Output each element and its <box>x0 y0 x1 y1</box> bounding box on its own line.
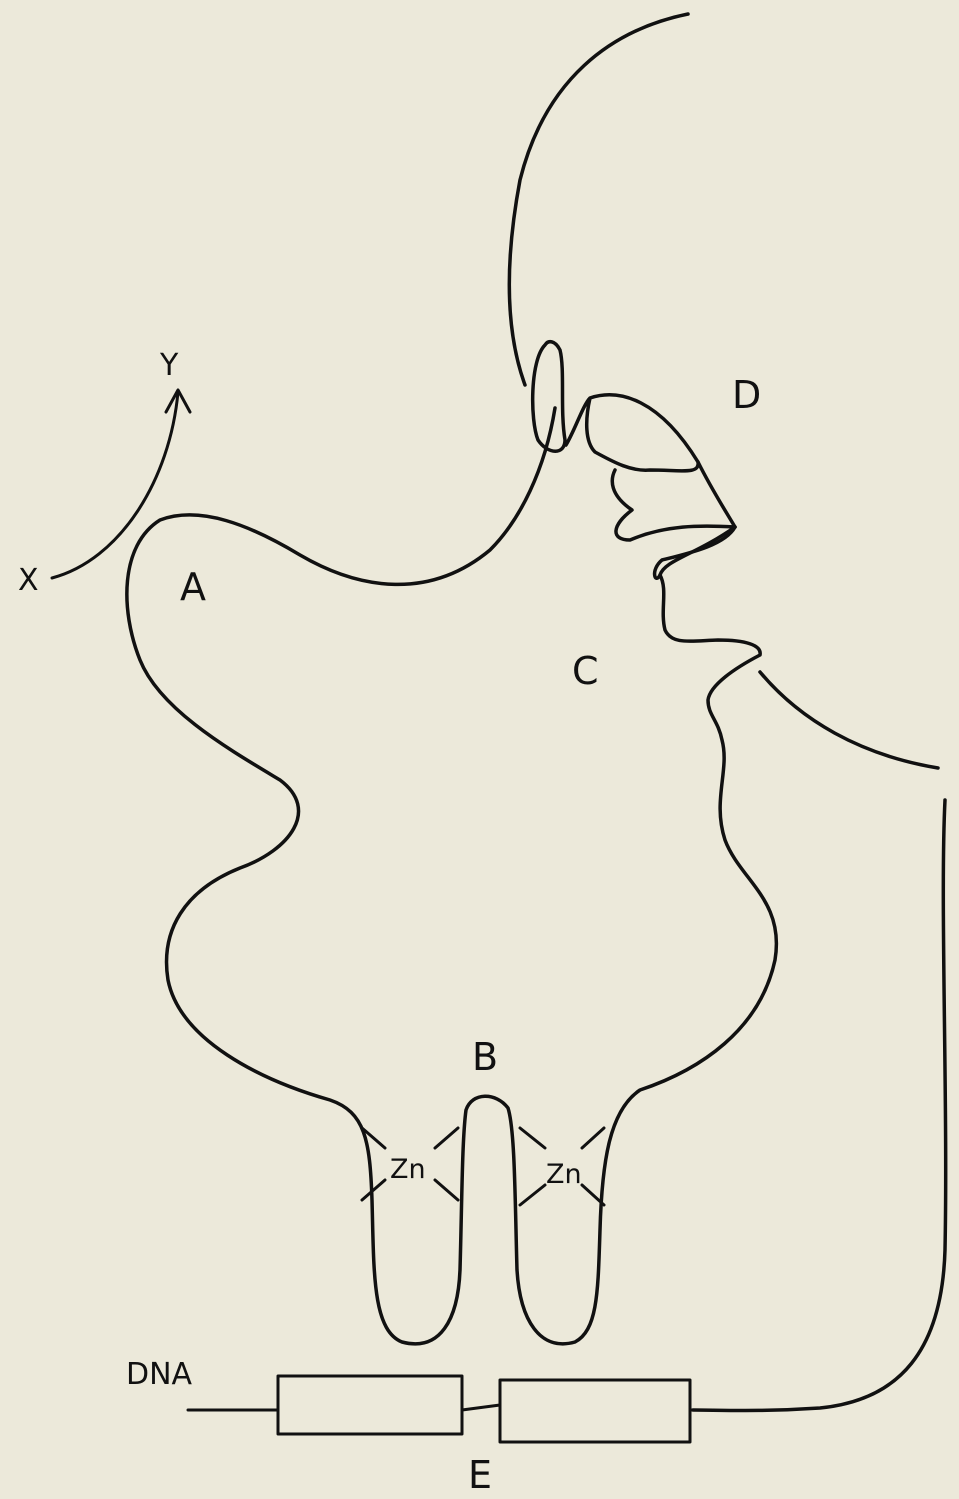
protein-outline-left <box>127 408 777 1344</box>
region-b-label: B <box>472 1035 498 1079</box>
protein-tail-down <box>693 800 946 1411</box>
axis-x-label: X <box>18 563 39 598</box>
region-c-label: C <box>572 649 599 693</box>
dna-strand-middle <box>462 1405 500 1410</box>
axis-y-label: Y <box>159 348 179 383</box>
xy-curve-arrow <box>52 392 178 578</box>
region-e-label: E <box>468 1453 492 1497</box>
dna-label: DNA <box>126 1357 193 1392</box>
dna-segment-box-right <box>500 1380 690 1442</box>
dna-segment-box-left <box>278 1376 462 1434</box>
protein-ridges-d2 <box>612 462 735 540</box>
zinc-right-label: Zn <box>546 1159 582 1190</box>
zinc-left-label: Zn <box>390 1154 426 1185</box>
protein-outline-top-arc <box>509 14 688 385</box>
protein-tail-right <box>760 672 938 768</box>
region-d-label: D <box>732 373 761 417</box>
protein-ridges-d <box>566 395 698 471</box>
region-a-label: A <box>180 565 206 609</box>
